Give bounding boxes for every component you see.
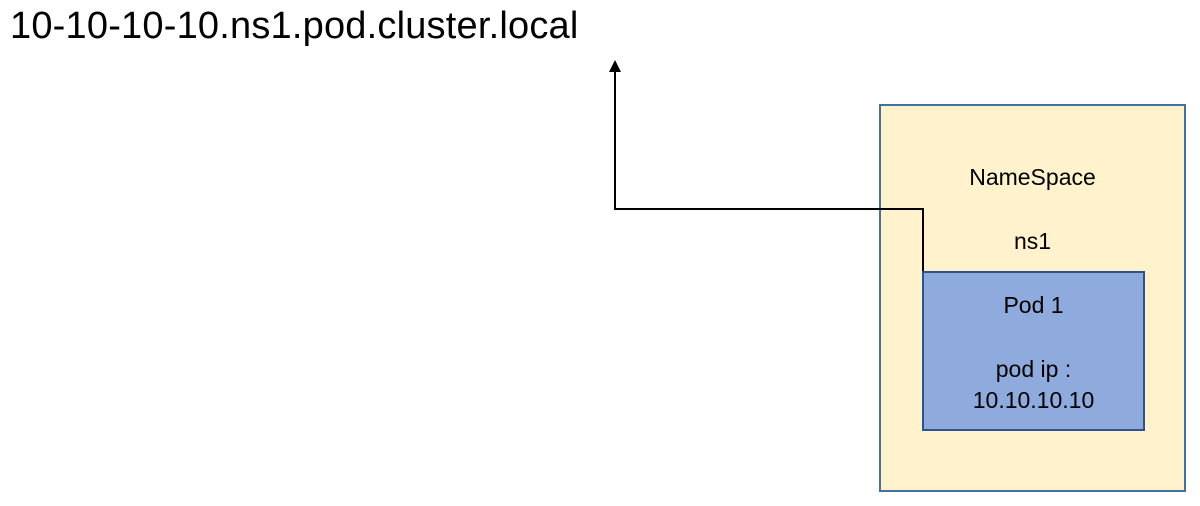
connector-line <box>609 60 924 271</box>
namespace-name: ns1 <box>1013 228 1052 254</box>
namespace-title: NameSpace <box>969 164 1096 190</box>
pod-title: Pod 1 <box>1003 292 1064 318</box>
pod-ip-label: pod ip : <box>995 356 1072 382</box>
pod-dns-name: 10-10-10-10.ns1.pod.cluster.local <box>10 5 579 47</box>
pod-box: Pod 1 pod ip : 10.10.10.10 <box>922 271 1145 431</box>
pod-ip-value: 10.10.10.10 <box>972 387 1095 413</box>
